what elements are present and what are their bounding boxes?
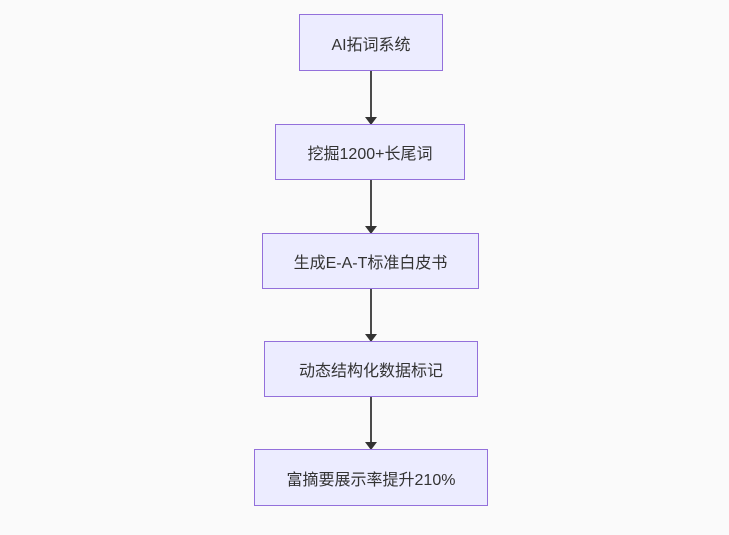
arrow-head-icon [365, 334, 377, 342]
arrow-line [370, 179, 372, 226]
arrow-head-icon [365, 117, 377, 125]
flow-node-label: 生成E-A-T标准白皮书 [293, 255, 448, 272]
flow-arrow-3 [365, 288, 377, 342]
arrow-line [370, 396, 372, 442]
arrow-head-icon [365, 226, 377, 234]
flow-node-label: AI拓词系统 [331, 36, 411, 54]
flow-node-label: 富摘要展示率提升210% [286, 471, 456, 489]
flow-node-ai-system: AI拓词系统 [299, 14, 443, 71]
flow-node-longtail-words: 挖掘1200+长尾词 [275, 124, 465, 180]
flow-arrow-1 [365, 70, 377, 125]
flow-arrow-2 [365, 179, 377, 234]
flow-arrow-4 [365, 396, 377, 450]
arrow-line [370, 288, 372, 334]
flow-node-rich-snippet: 富摘要展示率提升210% [254, 449, 488, 506]
flow-node-eat-whitepaper: 生成E-A-T标准白皮书 [262, 233, 479, 289]
flow-node-structured-data: 动态结构化数据标记 [264, 341, 478, 397]
flow-node-label: 动态结构化数据标记 [298, 363, 443, 380]
arrow-line [370, 70, 372, 117]
flow-node-label: 挖掘1200+长尾词 [307, 146, 433, 163]
arrow-head-icon [365, 442, 377, 450]
